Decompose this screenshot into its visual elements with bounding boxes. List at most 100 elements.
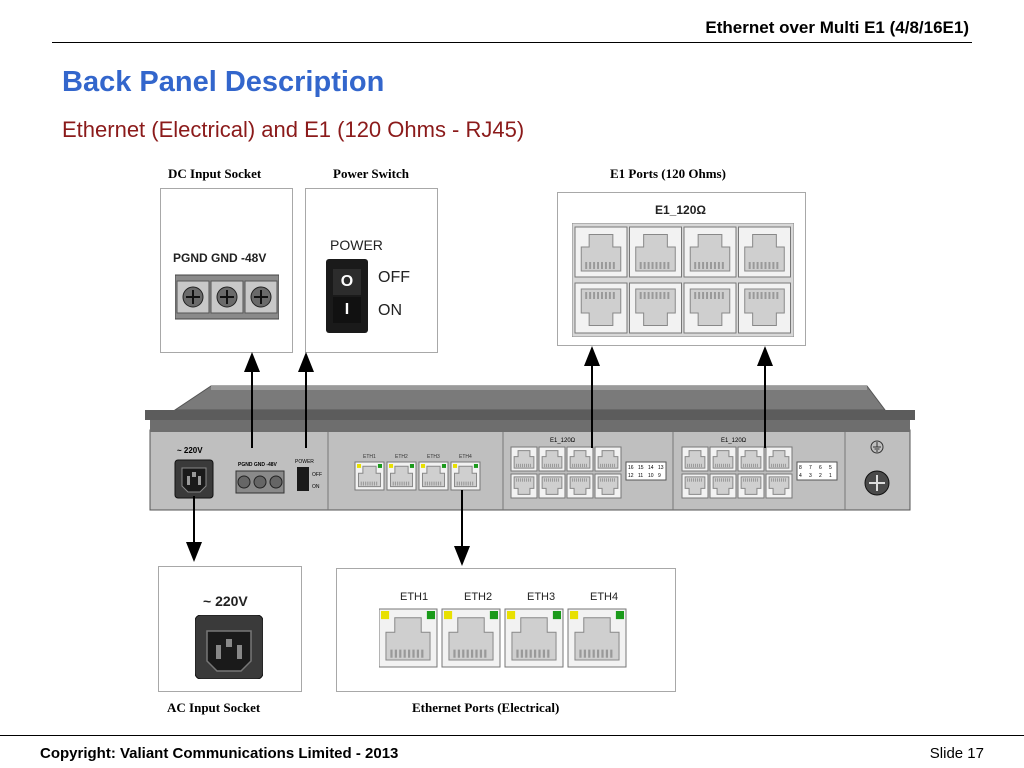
dc-input-box: PGND GND -48V xyxy=(160,188,293,353)
screw-icon xyxy=(250,286,272,308)
rj45-port-icon xyxy=(709,473,737,499)
ac-input-caption: AC Input Socket xyxy=(167,700,261,715)
e1-channel-number: 12 xyxy=(628,473,634,479)
ethernet-ports-caption: Ethernet Ports (Electrical) xyxy=(412,700,560,715)
rj45-port-icon xyxy=(574,282,628,334)
rj45-port-icon xyxy=(574,226,628,278)
panel-eth-label: ETH3 xyxy=(427,454,440,460)
eth-port-label: ETH2 xyxy=(464,591,493,603)
ground-symbol-icon xyxy=(870,440,884,454)
dc-terminal-block xyxy=(175,274,279,320)
led-indicator xyxy=(444,611,453,620)
panel-ac-socket-icon xyxy=(174,459,214,499)
led-indicator xyxy=(421,464,426,468)
e1-channel-number: 6 xyxy=(819,465,822,471)
header-divider xyxy=(52,42,972,43)
rj45-port-icon xyxy=(450,461,481,491)
rj45-port-icon xyxy=(379,608,438,668)
rj45-port-icon xyxy=(683,226,737,278)
led-indicator xyxy=(381,611,390,620)
e1-ports-caption: E1 Ports (120 Ohms) xyxy=(610,166,726,181)
rj45-port-icon xyxy=(738,282,791,334)
panel-eth-label: ETH4 xyxy=(459,454,472,460)
e1-channel-number: 5 xyxy=(829,465,832,471)
led-indicator xyxy=(489,611,498,620)
rj45-port-icon xyxy=(538,446,566,472)
footer-divider xyxy=(0,735,1024,736)
eth-port-label: ETH3 xyxy=(527,591,556,603)
led-indicator xyxy=(377,464,382,468)
panel-dc-terminal xyxy=(235,470,285,494)
page-subtitle: Ethernet (Electrical) and E1 (120 Ohms -… xyxy=(62,117,525,142)
on-label: ON xyxy=(378,302,402,319)
ethernet-ports-box: ETH1 ETH2 ETH3 ETH4 xyxy=(336,568,676,692)
e1-channel-number: 1 xyxy=(829,473,832,479)
rj45-port-icon xyxy=(765,473,793,499)
led-indicator xyxy=(357,464,362,468)
led-indicator xyxy=(507,611,516,620)
power-switch-caption: Power Switch xyxy=(333,166,409,181)
rj45-port-icon xyxy=(504,608,564,668)
power-label: POWER xyxy=(330,237,383,253)
screw-icon xyxy=(182,286,204,308)
e1-channel-number: 9 xyxy=(658,473,661,479)
led-indicator xyxy=(441,464,446,468)
dc-input-caption: DC Input Socket xyxy=(168,166,262,181)
led-indicator xyxy=(552,611,561,620)
ac-voltage-label: ~ 220V xyxy=(203,593,248,609)
panel-on-label: ON xyxy=(312,484,320,490)
panel-e1-label-a: E1_120Ω xyxy=(550,438,576,444)
rj45-port-icon xyxy=(354,461,385,491)
rj45-port-icon xyxy=(765,446,793,472)
e1-channel-number: 11 xyxy=(638,473,643,479)
rj45-port-icon xyxy=(709,446,737,472)
switch-off-symbol: O xyxy=(333,269,361,295)
led-indicator xyxy=(615,611,624,620)
dc-terminal-labels: PGND GND -48V xyxy=(173,251,267,265)
eth-port-array xyxy=(379,608,627,668)
rj45-port-icon xyxy=(629,226,682,278)
e1-channel-number: 14 xyxy=(648,465,654,471)
device-back-panel: ~ 220V PGND GND -48V POWER OFF ON ETH1 E… xyxy=(145,385,915,511)
screw-icon xyxy=(216,286,238,308)
rj45-port-icon xyxy=(510,446,538,472)
rj45-port-icon xyxy=(681,473,709,499)
e1-ports-box: E1_120Ω xyxy=(557,192,806,346)
panel-off-label: OFF xyxy=(312,472,322,478)
e1-port-array xyxy=(572,223,794,337)
panel-ac-label: ~ 220V xyxy=(177,446,203,455)
rj45-port-icon xyxy=(418,461,449,491)
rj45-port-icon xyxy=(386,461,417,491)
e1-label: E1_120Ω xyxy=(655,203,706,217)
rj45-port-icon xyxy=(738,226,791,278)
ac-socket-icon xyxy=(195,615,263,679)
led-indicator xyxy=(473,464,478,468)
copyright-text: Copyright: Valiant Communications Limite… xyxy=(40,745,399,762)
rj45-port-icon xyxy=(594,446,622,472)
rj45-port-icon xyxy=(566,473,594,499)
led-indicator xyxy=(389,464,394,468)
page-title: Back Panel Description xyxy=(62,66,385,98)
rj45-port-icon xyxy=(594,473,622,499)
led-indicator xyxy=(426,611,435,620)
e1-channel-number: 8 xyxy=(799,465,802,471)
eth-port-label: ETH4 xyxy=(590,591,619,603)
off-label: OFF xyxy=(378,269,410,286)
power-rocker-switch: O I xyxy=(326,259,368,333)
slide-header: Ethernet over Multi E1 (4/8/16E1) xyxy=(705,18,969,37)
rj45-port-icon xyxy=(567,608,627,668)
rj45-port-icon xyxy=(510,473,538,499)
rj45-port-icon xyxy=(629,282,682,334)
eth-port-label: ETH1 xyxy=(400,591,429,603)
e1-channel-number: 7 xyxy=(809,465,812,471)
e1-channel-number: 4 xyxy=(799,473,802,479)
e1-channel-number: 10 xyxy=(648,473,654,479)
panel-dc-label: PGND GND -48V xyxy=(238,462,278,468)
panel-eth-label: ETH1 xyxy=(363,454,376,460)
rj45-port-icon xyxy=(538,473,566,499)
ground-screw-icon xyxy=(864,470,890,496)
e1-channel-number: 3 xyxy=(809,473,812,479)
rj45-port-icon xyxy=(441,608,501,668)
